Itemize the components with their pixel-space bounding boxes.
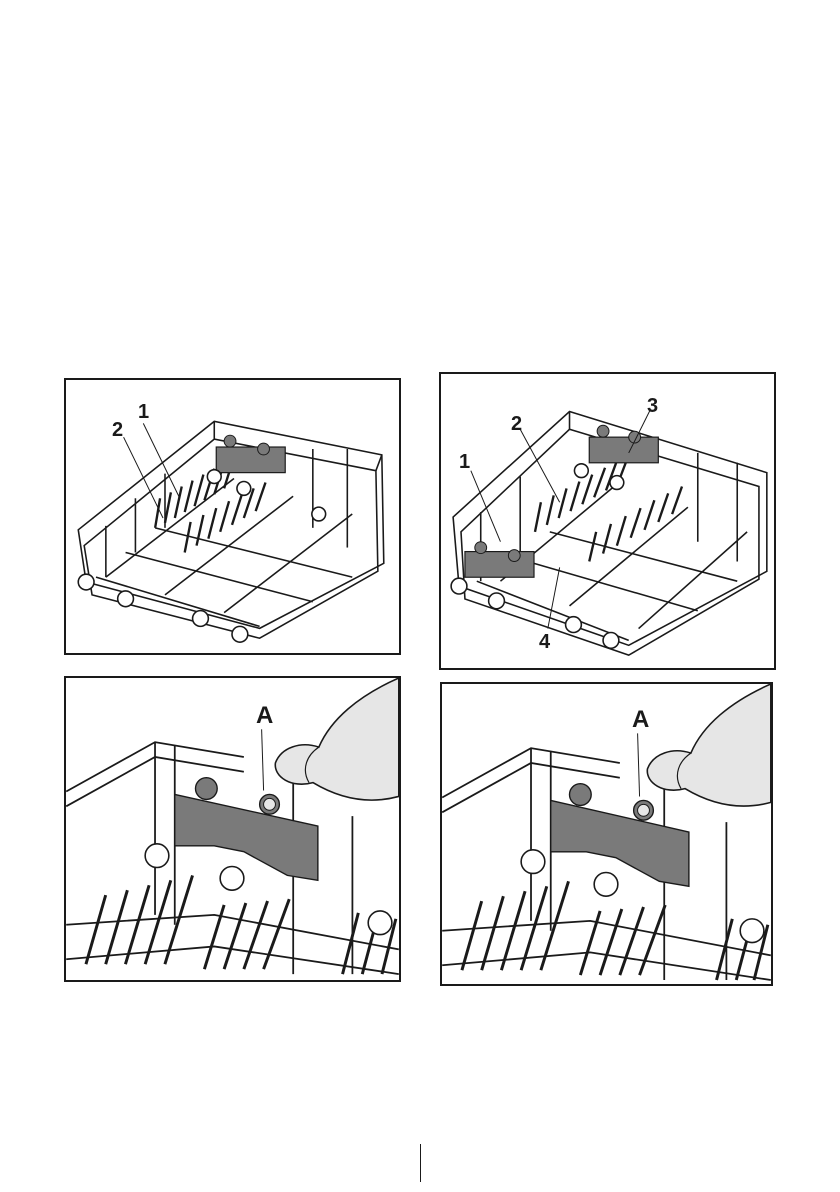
holder-closeup-drawing: [66, 678, 399, 980]
callout-1: 1: [138, 402, 149, 422]
callout-1: 1: [459, 452, 470, 472]
rack-drawing: [441, 374, 774, 668]
callout-2: 2: [511, 414, 522, 434]
holder-closeup-drawing: [442, 684, 771, 984]
figure-rack-tines-both-holders: 1 2 3 4: [439, 372, 776, 670]
callout-4: 4: [539, 632, 550, 652]
page-divider: [420, 1144, 421, 1182]
figure-rack-tines-closed: 1 2: [64, 378, 401, 655]
figure-holder-release-closeup-alt: A: [440, 682, 773, 986]
callout-a: A: [256, 704, 273, 728]
callout-a: A: [632, 708, 649, 732]
callout-3: 3: [647, 396, 658, 416]
callout-2: 2: [112, 420, 123, 440]
figure-holder-release-closeup: A: [64, 676, 401, 982]
